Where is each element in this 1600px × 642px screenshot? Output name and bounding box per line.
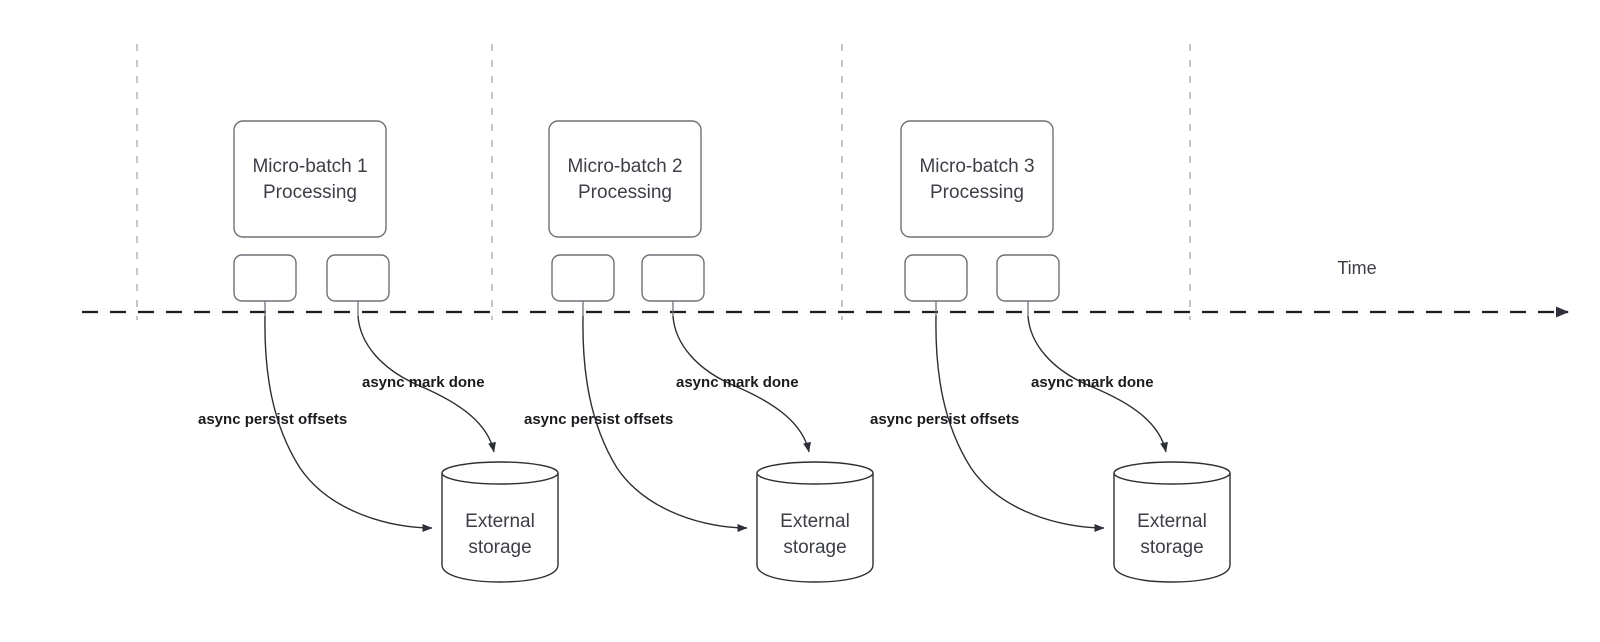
group-3-mark-done-label: async mark done [1031, 374, 1154, 391]
external-storage-1-label-line2: storage [468, 537, 531, 558]
micro-batch-3-label-line1: Micro-batch 3 [919, 156, 1034, 177]
group-2-persist-offsets-arrow [582, 315, 748, 532]
external-storage-3-body [1113, 473, 1231, 583]
group-2-mark-done-label: async mark done [676, 374, 799, 391]
micro-batch-1-label-line2: Processing [263, 182, 357, 203]
external-storage-1-body [441, 473, 559, 583]
external-storage-3-label-line2: storage [1140, 537, 1203, 558]
group-3-mark-done-arrow [1027, 315, 1168, 453]
group-2-task-box-right[interactable] [641, 254, 705, 302]
micro-batch-group-1: Micro-batch 1 Processing async persist o… [198, 120, 559, 583]
group-1-mark-done-arrow [357, 315, 496, 453]
group-2-persist-offsets-label: async persist offsets [524, 411, 673, 428]
external-storage-3-top[interactable] [1113, 461, 1231, 485]
micro-batch-2-label-line2: Processing [578, 182, 672, 203]
micro-batch-1-box[interactable] [233, 120, 387, 238]
group-2-task-box-left[interactable] [551, 254, 615, 302]
group-1-task-box-left[interactable] [233, 254, 297, 302]
micro-batch-1-label-line1: Micro-batch 1 [252, 156, 367, 177]
group-1-mark-done-label: async mark done [362, 374, 485, 391]
group-3-task-box-left[interactable] [904, 254, 968, 302]
group-3-task-box-right[interactable] [996, 254, 1060, 302]
micro-batch-3-box[interactable] [900, 120, 1054, 238]
group-1-persist-offsets-label: async persist offsets [198, 411, 347, 428]
external-storage-3-label-line1: External [1137, 511, 1207, 532]
micro-batch-2-label-line1: Micro-batch 2 [567, 156, 682, 177]
external-storage-2-body [756, 473, 874, 583]
group-1-task-box-right[interactable] [326, 254, 390, 302]
external-storage-1-top[interactable] [441, 461, 559, 485]
micro-batch-3-label-line2: Processing [930, 182, 1024, 203]
group-3-persist-offsets-arrow [935, 315, 1105, 532]
external-storage-1-label-line1: External [465, 511, 535, 532]
external-storage-2-label-line1: External [780, 511, 850, 532]
group-2-mark-done-arrow [672, 315, 811, 453]
time-axis-label: Time [1337, 258, 1376, 278]
micro-batch-group-3: Micro-batch 3 Processing async persist o… [870, 120, 1231, 583]
external-storage-2-label-line2: storage [783, 537, 846, 558]
group-3-persist-offsets-label: async persist offsets [870, 411, 1019, 428]
group-1-persist-offsets-arrow [264, 315, 433, 532]
external-storage-2-top[interactable] [756, 461, 874, 485]
micro-batch-2-box[interactable] [548, 120, 702, 238]
micro-batch-group-2: Micro-batch 2 Processing async persist o… [524, 120, 874, 583]
